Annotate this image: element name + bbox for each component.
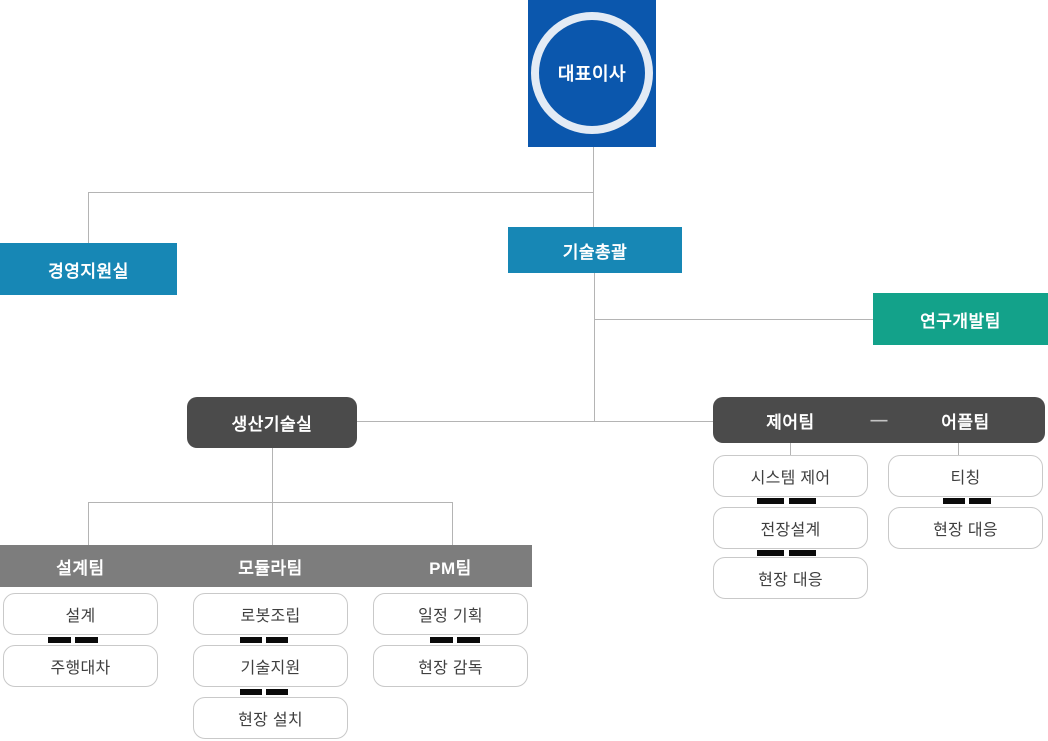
app-team-label: 어플팀	[941, 412, 990, 432]
item-schedule-planning: 일정 기획	[373, 593, 528, 635]
node-rnd-team: 연구개발팀	[873, 293, 1048, 345]
connector-line	[88, 502, 453, 503]
node-management-office: 경영지원실	[0, 243, 177, 295]
item-field-supervision: 현장 감독	[373, 645, 528, 687]
item-field-install: 현장 설치	[193, 697, 348, 739]
tech-division-label: 기술총괄	[562, 242, 628, 262]
ceo-label: 대표이사	[557, 64, 627, 84]
item-field-response-control: 현장 대응	[713, 557, 868, 599]
pm-team-label: PM팀	[429, 558, 472, 578]
item-tech-support: 기술지원	[193, 645, 348, 687]
node-production-teams-bar: 설계팀 모듈라팀 PM팀	[0, 545, 532, 587]
connector-line	[88, 502, 89, 545]
junction-bar	[943, 498, 991, 504]
node-tech-division: 기술총괄	[508, 227, 682, 273]
production-office-label: 생산기술실	[231, 415, 313, 434]
item-electrical-design: 전장설계	[713, 507, 868, 549]
control-team-label: 제어팀	[766, 412, 815, 432]
node-ceo: 대표이사	[528, 0, 656, 147]
junction-bar	[757, 550, 816, 556]
junction-bar	[240, 689, 288, 695]
management-office-label: 경영지원실	[48, 261, 129, 281]
item-field-response-app: 현장 대응	[888, 507, 1043, 549]
item-driving-bogie: 주행대차	[3, 645, 158, 687]
node-production-office: 생산기술실	[187, 397, 357, 448]
node-control-app-teams: 제어팀 — 어플팀	[713, 397, 1045, 443]
connector-line	[958, 443, 959, 455]
modular-team-label: 모듈라팀	[238, 558, 303, 578]
connector-line	[88, 192, 594, 193]
team-link-dash: —	[870, 410, 888, 429]
connector-line	[272, 502, 273, 545]
connector-line	[594, 273, 595, 421]
junction-bar	[430, 637, 480, 643]
connector-line	[452, 502, 453, 545]
connector-line	[357, 421, 713, 422]
item-design: 설계	[3, 593, 158, 635]
connector-line	[790, 443, 791, 455]
connector-line	[593, 147, 594, 227]
item-system-control: 시스템 제어	[713, 455, 868, 497]
junction-bar	[48, 637, 98, 643]
connector-line	[594, 319, 873, 320]
rnd-team-label: 연구개발팀	[920, 311, 1001, 331]
junction-bar	[757, 498, 816, 504]
ceo-circle: 대표이사	[531, 12, 653, 134]
item-teaching: 티칭	[888, 455, 1043, 497]
item-robot-assembly: 로봇조립	[193, 593, 348, 635]
design-team-label: 설계팀	[56, 558, 105, 578]
connector-line	[88, 192, 89, 243]
connector-line	[272, 448, 273, 502]
junction-bar	[240, 637, 288, 643]
